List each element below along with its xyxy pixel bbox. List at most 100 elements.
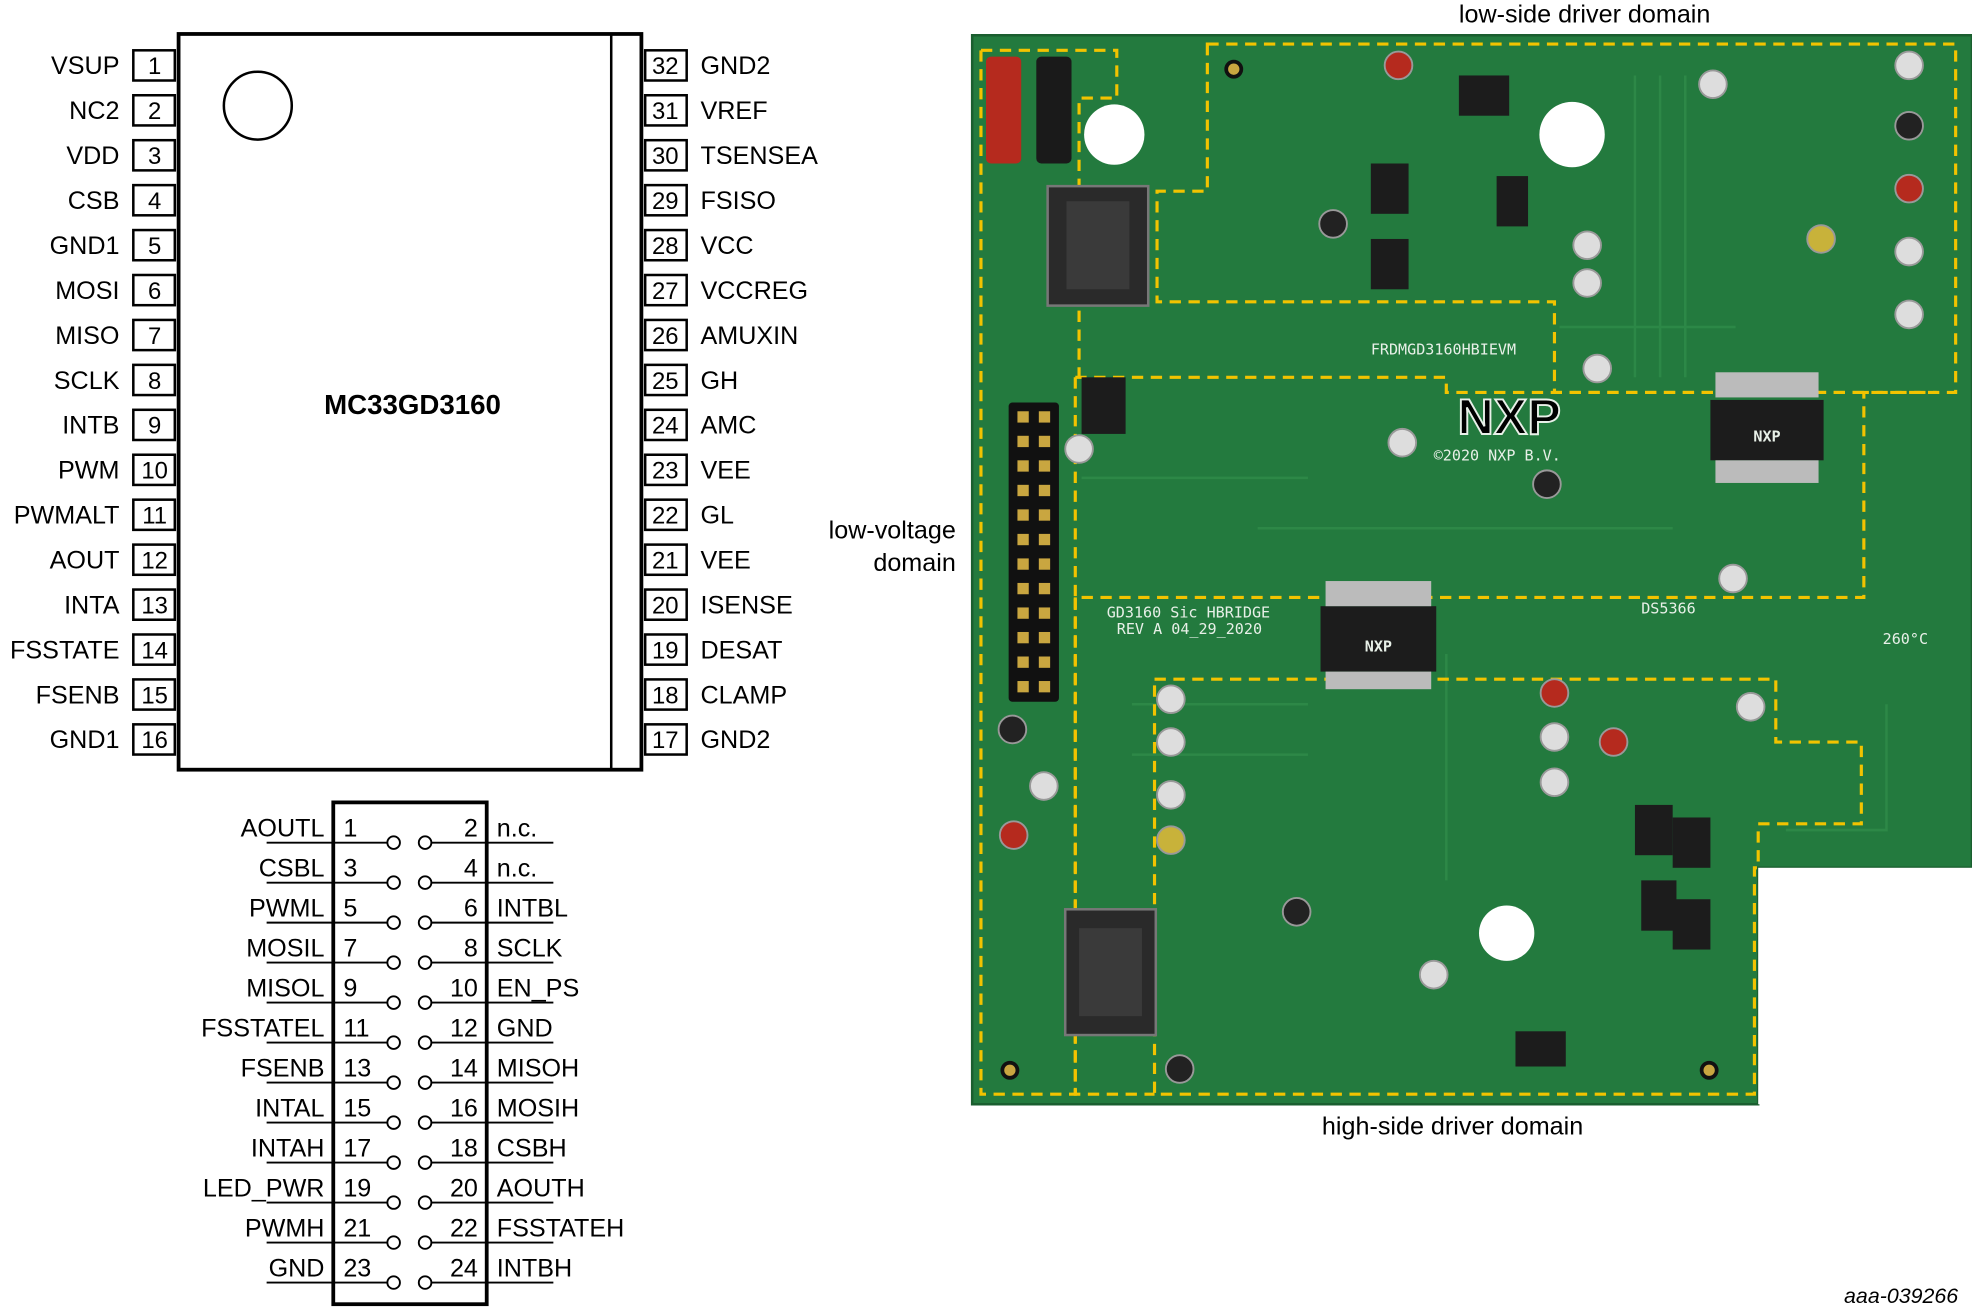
pin-box: [132, 318, 177, 352]
test-point: [1894, 236, 1924, 267]
pin-number: 14: [141, 637, 168, 664]
test-point: [1156, 727, 1186, 757]
pin-number: 17: [343, 1134, 371, 1162]
pin-number: 14: [450, 1054, 478, 1082]
pin-label: FSISO: [701, 187, 776, 215]
header-pin: [1038, 607, 1051, 619]
low-side-outline: [1155, 42, 1958, 394]
pin-label: VREF: [701, 97, 768, 125]
header-pin: [1017, 484, 1029, 497]
pin-number: 26: [652, 323, 679, 350]
svg-text:NXP: NXP: [1753, 427, 1780, 445]
pin-label: MISO: [55, 322, 119, 350]
pin-contact: [386, 1075, 401, 1090]
header-body: [1008, 402, 1059, 702]
pin-number: 20: [450, 1174, 478, 1202]
test-point: [1156, 780, 1186, 810]
pin-number: 1: [343, 814, 357, 842]
pin-number: 15: [343, 1094, 371, 1122]
pin-label: FSENB: [36, 681, 120, 709]
header-pin: [1017, 631, 1029, 644]
test-point: [1164, 1054, 1195, 1084]
header-pin: [1017, 435, 1029, 448]
high-side-domain-label: high-side driver domain: [1322, 1112, 1583, 1140]
pin-contact: [417, 915, 433, 930]
pin-number: 22: [450, 1214, 478, 1242]
pin-label: MOSIL: [246, 934, 324, 962]
pin-box: [643, 678, 688, 711]
test-point: [1718, 563, 1748, 594]
gnd-jack: [1036, 56, 1072, 164]
pin-number: 7: [148, 323, 161, 350]
pin-box: [132, 633, 177, 666]
pin-label: GND2: [701, 52, 771, 80]
pin-label: SCLK: [497, 934, 563, 962]
pin-number: 8: [148, 368, 161, 395]
pin-box: [132, 138, 177, 172]
pin-number: 21: [343, 1214, 371, 1242]
pin-label: INTBL: [497, 894, 568, 922]
test-point: [1156, 684, 1186, 715]
pin-label: VCCREG: [701, 277, 809, 305]
pin-number: 15: [141, 682, 168, 709]
test-point: [1806, 224, 1836, 254]
test-point: [1572, 230, 1602, 261]
header-pin: [1038, 411, 1051, 423]
ic-pin-left: 3 VDD: [66, 138, 177, 172]
pin-number: 3: [148, 143, 161, 170]
pin-box: [643, 723, 688, 756]
low-side-domain-label: low-side driver domain: [1459, 1, 1711, 29]
pin-box: [643, 408, 688, 442]
pin-contact: [386, 995, 401, 1010]
ic-pin-left: 15 FSENB: [36, 678, 177, 711]
pin-label: LED_PWR: [203, 1174, 325, 1202]
pin-label: MISOH: [497, 1054, 579, 1082]
pin-contact: [386, 1115, 401, 1130]
pin-label: VEE: [701, 547, 751, 575]
pin-number: 18: [652, 682, 679, 709]
pin-number: 25: [652, 368, 679, 395]
pin-box: [132, 678, 177, 711]
pin-box: [643, 93, 688, 127]
pin-number: 28: [652, 233, 679, 260]
low-voltage-domain-label-2: domain: [873, 549, 955, 577]
pin-label: GND: [269, 1254, 325, 1282]
pin-number: 23: [343, 1254, 371, 1282]
pin-number: 31: [652, 98, 679, 125]
high-side-outline: [1073, 597, 1863, 1096]
header-pin: [1038, 484, 1051, 497]
pin-contact: [386, 955, 401, 970]
ic-pin-left: 7 MISO: [55, 318, 177, 352]
pin-label: NC2: [69, 97, 119, 125]
pin-label: MOSIH: [497, 1094, 579, 1122]
pin-number: 10: [141, 458, 168, 485]
header-pin: [1017, 533, 1029, 546]
pin-label: SCLK: [54, 367, 120, 395]
pin-number: 6: [464, 894, 478, 922]
pin-label: VDD: [66, 142, 119, 170]
header-pin: [1017, 656, 1029, 668]
pcb-photo: NXP NXP NXP FRDMGD3160HBIEVM GD3160 Sic …: [970, 33, 1972, 1106]
test-point: [1539, 767, 1570, 798]
pin-label: DESAT: [701, 636, 783, 664]
connector: [331, 800, 489, 1307]
test-point: [997, 714, 1028, 745]
pin-contact: [417, 1275, 433, 1290]
pin-contact: [417, 1075, 433, 1090]
